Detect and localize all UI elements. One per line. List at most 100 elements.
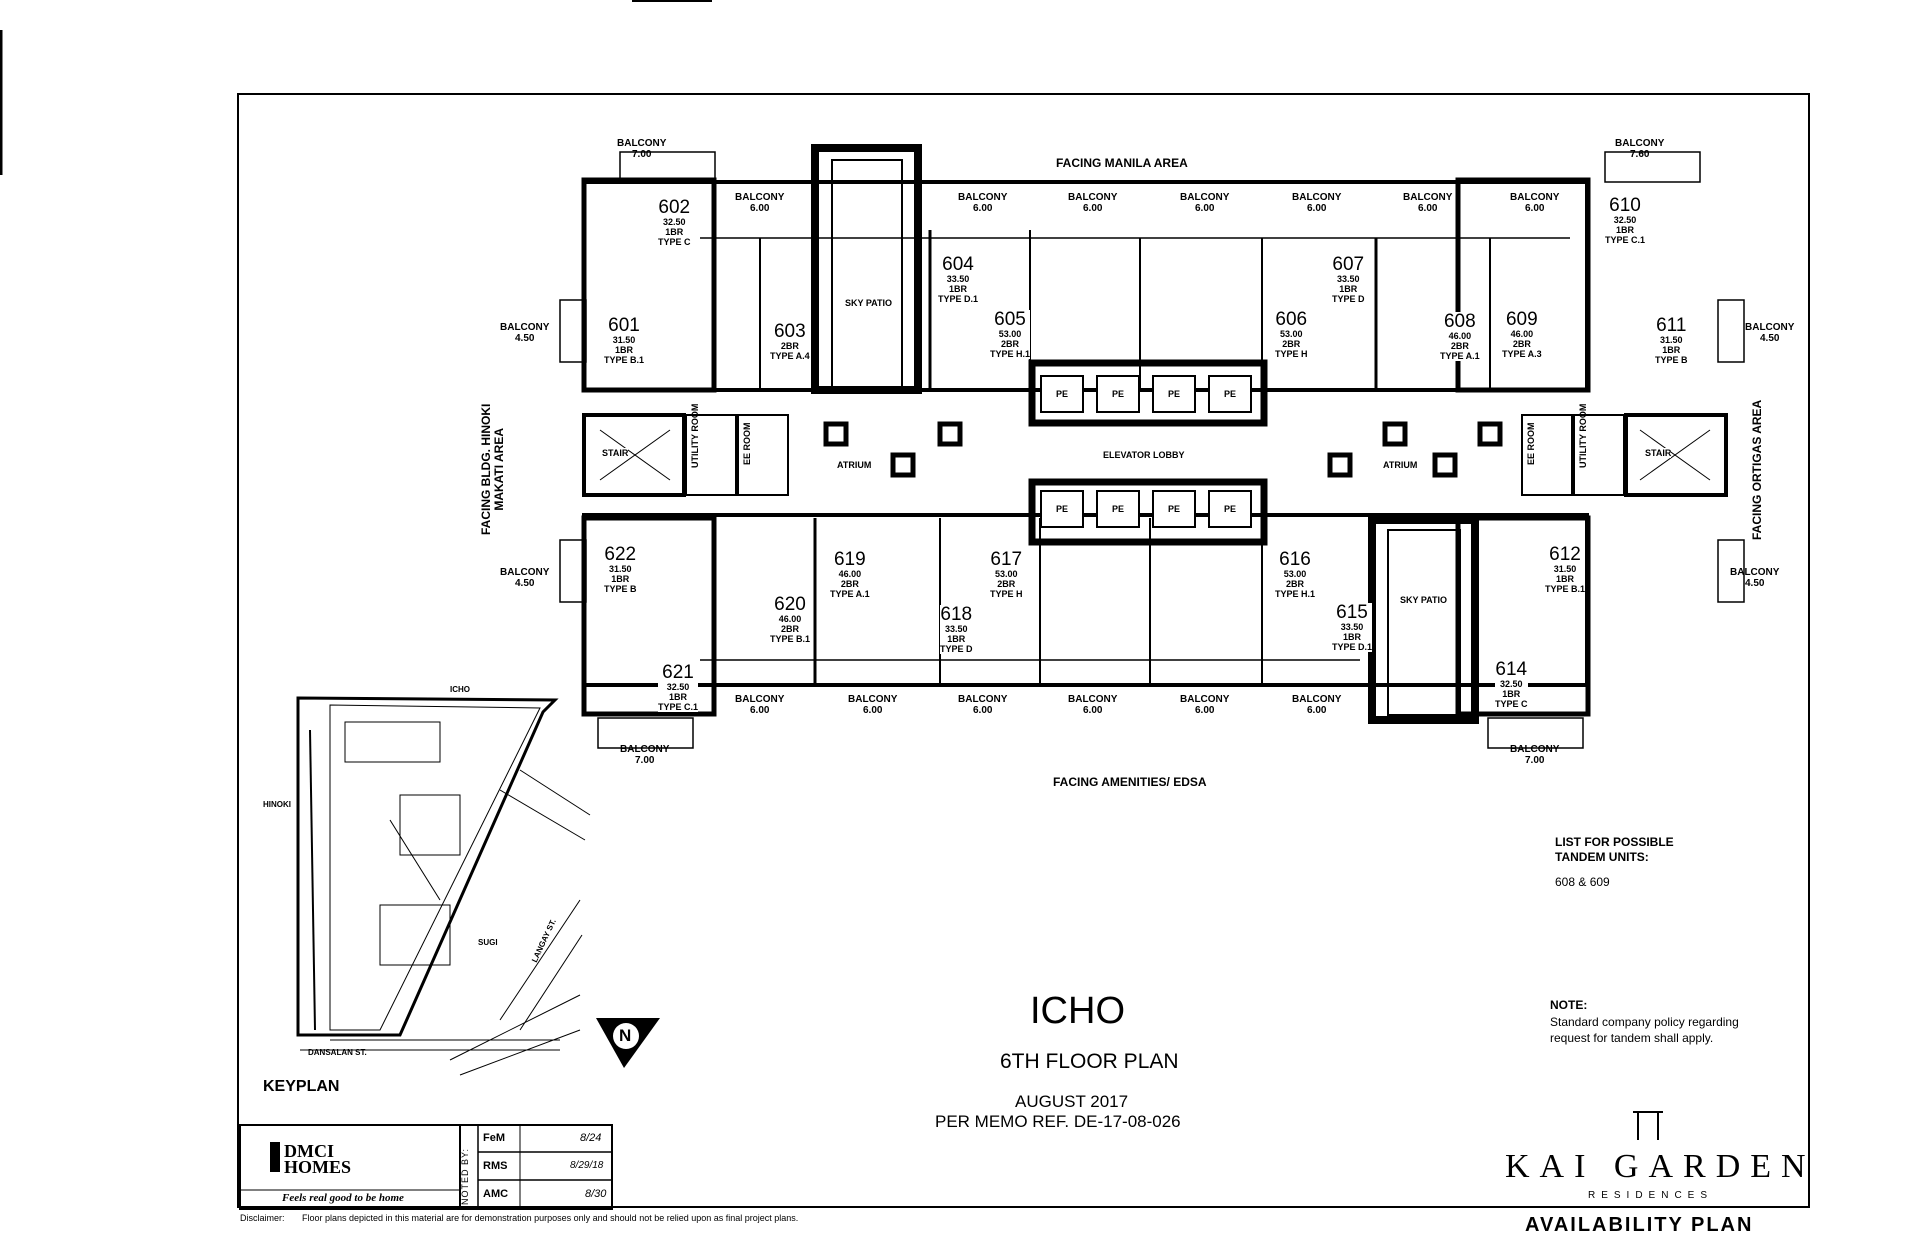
unit-type: TYPE B (604, 584, 637, 594)
unit-type: TYPE A.4 (770, 351, 810, 361)
atrium-east-label: ATRIUM (1383, 460, 1418, 470)
note-text: Standard company policy regarding reques… (1550, 1014, 1739, 1046)
unit-area: 33.50 (1340, 622, 1364, 632)
keyplan-hinoki-label: HINOKI (263, 800, 291, 809)
balcony-size: 6.00 (1306, 203, 1327, 214)
balcony-size: 7.00 (631, 149, 652, 160)
unit-bedrooms: 1BR (1616, 225, 1635, 235)
unit-number: 618 (940, 604, 973, 625)
disclaimer-label: Disclaimer: (240, 1213, 285, 1223)
unit-area: 33.50 (944, 624, 968, 634)
disclaimer-text: Floor plans depicted in this material ar… (302, 1213, 799, 1223)
balcony-word: BALCONY (1068, 694, 1118, 705)
utility-room-west-label: UTILITY ROOM (690, 403, 700, 468)
stair-west-label: STAIR (602, 448, 629, 458)
unit-bedrooms: 2BR (1286, 579, 1305, 589)
unit-area: 46.00 (778, 614, 802, 624)
sky-patio-north-label: SKY PATIO (845, 298, 893, 308)
unit-area: 31.50 (1553, 564, 1577, 574)
unit-number: 611 (1656, 315, 1687, 336)
residences-label: RESIDENCES (1588, 1190, 1714, 1201)
unit-bedrooms: 1BR (947, 634, 966, 644)
note-heading: NOTE: (1550, 998, 1588, 1012)
unit-number: 621 (662, 662, 694, 683)
balcony-size: 7.00 (634, 755, 655, 766)
unit-bedrooms: 1BR (615, 345, 634, 355)
noted-rms-date: 8/29/18 (570, 1160, 604, 1171)
balcony-word: BALCONY (735, 192, 785, 203)
unit-bedrooms: 1BR (1343, 632, 1362, 642)
dmci-line1: DMCI (284, 1141, 334, 1161)
project-title: ICHO (1030, 990, 1125, 1032)
unit-type: TYPE C.1 (1605, 235, 1646, 245)
balcony-size: 4.50 (514, 333, 535, 344)
unit-bedrooms: 1BR (1502, 689, 1521, 699)
unit-bedrooms: 2BR (1512, 339, 1531, 349)
unit-type: TYPE B.1 (604, 355, 645, 365)
unit-area: 31.50 (608, 564, 632, 574)
balcony-size: 6.00 (972, 705, 993, 716)
tandem-heading-line1: LIST FOR POSSIBLE (1555, 835, 1674, 849)
balcony-size: 4.50 (1759, 333, 1780, 344)
pe-box: PE (1096, 490, 1140, 528)
unit-number: 616 (1279, 549, 1311, 570)
unit-area: 53.00 (1279, 329, 1303, 339)
ee-room-east-label: EE ROOM (1526, 422, 1536, 465)
balcony-word: BALCONY (620, 744, 670, 755)
dmci-tagline: Feels real good to be home (282, 1192, 404, 1204)
balcony-size: 7.00 (1524, 755, 1545, 766)
balcony-word: BALCONY (1292, 694, 1342, 705)
unit-type: TYPE D.1 (1332, 642, 1373, 652)
unit-type: TYPE B.1 (1545, 584, 1586, 594)
unit-number: 606 (1275, 309, 1308, 330)
unit-bedrooms: 2BR (997, 579, 1016, 589)
facing-west-line2: MAKATI AREA (492, 428, 506, 511)
unit-type: TYPE A.1 (830, 589, 870, 599)
unit-area: 53.00 (1283, 569, 1307, 579)
balcony-word: BALCONY (1292, 192, 1342, 203)
balcony-word: BALCONY (1615, 138, 1665, 149)
unit-area: 32.50 (666, 682, 690, 692)
kai-garden-logo: KAI GARDEN (1505, 1148, 1816, 1185)
unit-type: TYPE D.1 (938, 294, 979, 304)
tandem-units: 608 & 609 (1555, 875, 1610, 889)
unit-bedrooms: 1BR (1556, 574, 1575, 584)
noted-amc-date: 8/30 (585, 1188, 607, 1200)
balcony-size: 6.00 (1417, 203, 1438, 214)
noted-amc: AMC (483, 1188, 509, 1200)
balcony-word: BALCONY (1510, 192, 1560, 203)
balcony-word: BALCONY (1730, 567, 1780, 578)
pe-box: PE (1040, 490, 1084, 528)
atrium-west-label: ATRIUM (837, 460, 872, 470)
dmci-logo: DMCI HOMES (284, 1141, 351, 1176)
unit-bedrooms: 2BR (840, 579, 859, 589)
keyplan-sugi-label: SUGI (478, 938, 498, 947)
balcony-size: 4.50 (1744, 578, 1765, 589)
unit-area: 32.50 (1613, 215, 1637, 225)
noted-fem-date: 8/24 (580, 1132, 602, 1144)
unit-area: 32.50 (662, 217, 686, 227)
floor-title: 6TH FLOOR PLAN (1000, 1050, 1179, 1073)
